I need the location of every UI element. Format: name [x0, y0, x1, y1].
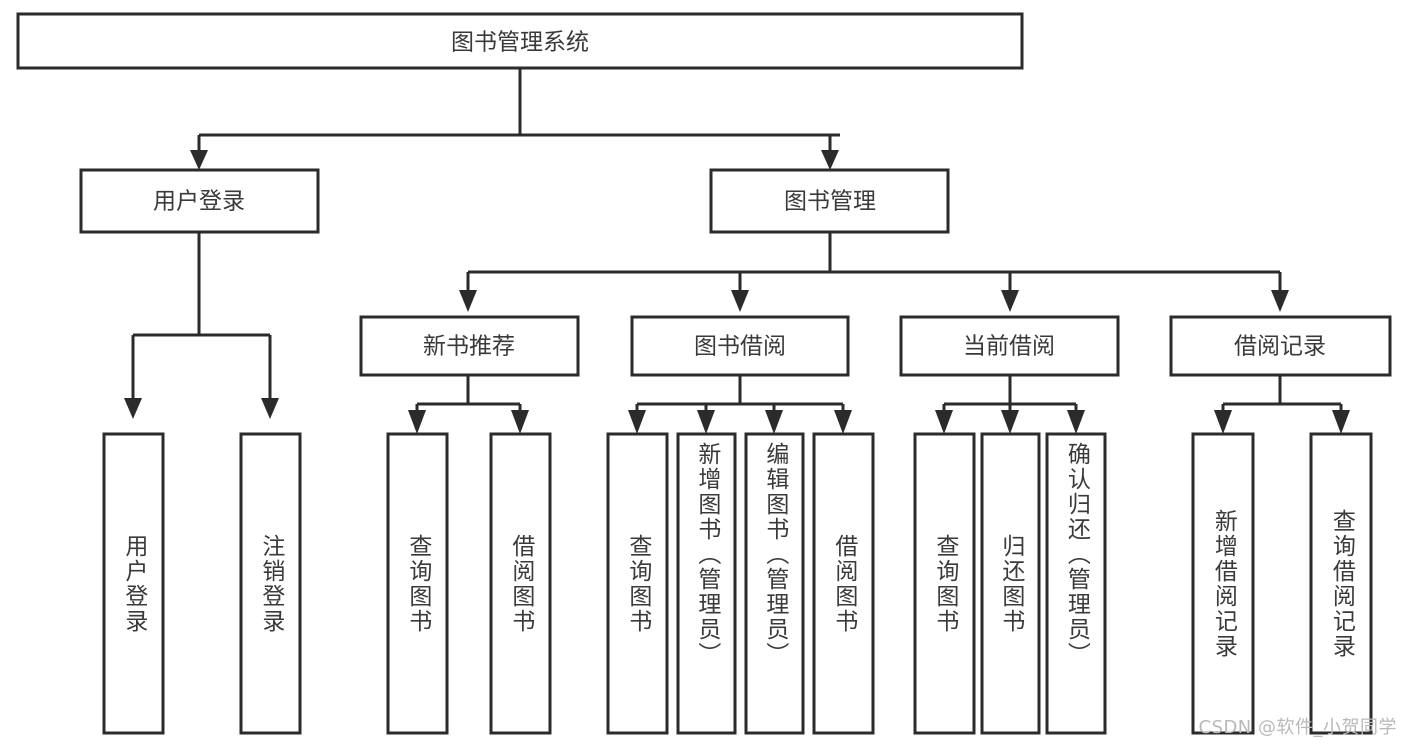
- node-book-borrow[interactable]: [630, 315, 850, 377]
- connector-newbook-to-leaves: [408, 375, 529, 434]
- node-user-login-label: 用户登录: [153, 189, 245, 215]
- connector-root-to-level2: [190, 68, 840, 170]
- arrowhead-to-book-manage: [821, 150, 839, 170]
- node-root-label: 图书管理系统: [451, 30, 589, 56]
- leaf-box-new-book-1[interactable]: [386, 432, 449, 735]
- csdn-watermark: CSDN @软件_小贺同学: [1198, 717, 1397, 738]
- leaf-box-new-book-2[interactable]: [489, 432, 552, 735]
- node-book-management[interactable]: [709, 168, 950, 234]
- leaf-box-borrow-records-1[interactable]: [1191, 432, 1255, 735]
- arrowhead-to-user-login: [190, 150, 208, 170]
- node-new-book-recommend[interactable]: [359, 315, 580, 377]
- node-book-management-label: 图书管理: [784, 189, 876, 215]
- connector-bookborrow-to-leaves: [628, 375, 852, 434]
- leaf-box-user-login-1[interactable]: [102, 432, 165, 735]
- connector-userlogin-to-leaves: [124, 232, 279, 419]
- connector-bookmanage-to-level3: [459, 232, 1289, 312]
- leaf-box-borrow-records-2[interactable]: [1309, 432, 1373, 735]
- leaf-box-user-login-2[interactable]: [239, 432, 302, 735]
- node-borrow-records[interactable]: [1169, 315, 1392, 377]
- leaf-box-book-borrow-4[interactable]: [812, 432, 875, 735]
- node-new-book-recommend-label: 新书推荐: [423, 334, 515, 360]
- node-current-borrow-label: 当前借阅: [963, 334, 1055, 360]
- connector-borrowrecords-to-leaves: [1214, 375, 1350, 434]
- node-book-borrow-label: 图书借阅: [694, 334, 786, 360]
- node-current-borrow[interactable]: [899, 315, 1120, 377]
- node-user-login[interactable]: [79, 168, 320, 234]
- leaf-box-book-borrow-2[interactable]: [676, 432, 737, 735]
- node-root-book-management-system[interactable]: [16, 12, 1024, 70]
- leaf-box-book-borrow-3[interactable]: [744, 432, 805, 735]
- leaf-box-current-borrow-2[interactable]: [980, 432, 1041, 735]
- node-borrow-records-label: 借阅记录: [1234, 334, 1326, 360]
- leaf-box-book-borrow-1[interactable]: [606, 432, 669, 735]
- leaf-box-current-borrow-3[interactable]: [1045, 432, 1107, 735]
- leaf-box-current-borrow-1[interactable]: [913, 432, 976, 735]
- connector-currentborrow-to-leaves: [935, 375, 1085, 434]
